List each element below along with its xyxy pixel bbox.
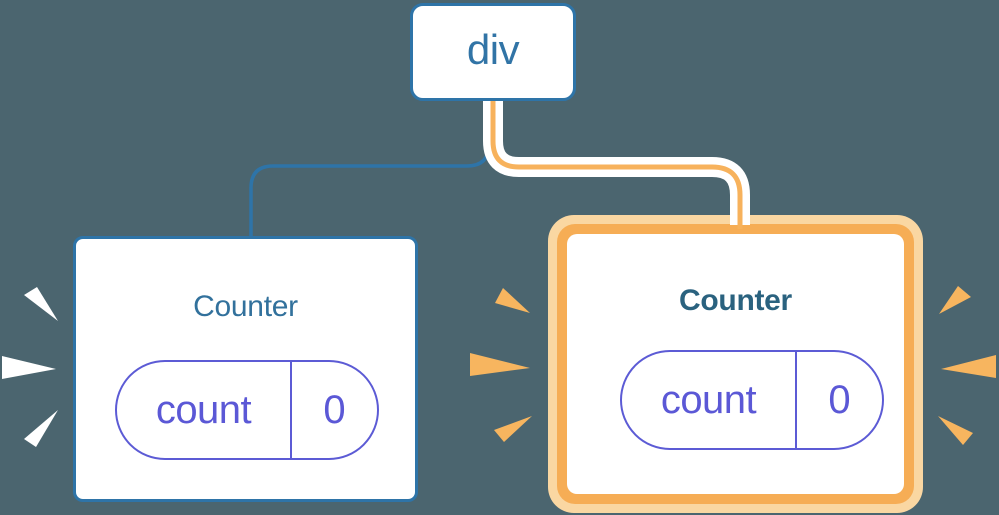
counter-title: Counter [193,290,298,323]
counter-card-right-highlight-ring: Counter count 0 [548,215,923,513]
spark-icon [939,286,971,314]
counter-card-left: Counter count 0 [73,236,418,502]
state-value-cell: 0 [795,352,882,448]
spark-icon [24,410,58,447]
state-value-cell: 0 [290,362,377,458]
edge-to-right-counter-sheath [483,96,750,218]
edge-to-right-counter [490,96,743,218]
edge-to-left-counter [249,96,491,240]
counter-card-right: Counter count 0 [567,234,904,494]
state-key-cell: count [660,377,757,422]
state-pill: count 0 [115,360,379,460]
counter-title: Counter [679,284,792,317]
spark-icon [938,416,973,445]
spark-icon [941,355,996,378]
counter-card-right-inner-ring: Counter count 0 [557,224,914,504]
spark-icon [24,287,58,321]
root-div-label: div [466,26,520,73]
root-div-node: div [410,3,576,101]
state-key-cell: count [155,387,252,432]
state-pill: count 0 [620,350,884,450]
spark-icon [470,353,530,376]
spark-icon [2,356,56,379]
spark-icon [495,288,530,313]
spark-icon [494,416,532,442]
